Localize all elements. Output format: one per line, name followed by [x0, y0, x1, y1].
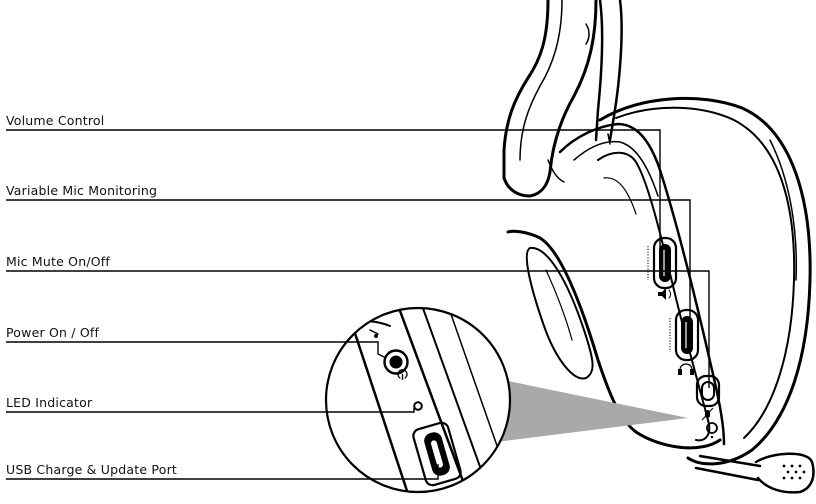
- label-led-indicator: LED Indicator: [6, 395, 93, 410]
- volume-icon: [658, 288, 671, 300]
- leader-volume-control: [6, 129, 661, 262]
- usb-c-port[interactable]: [412, 421, 463, 487]
- leader-lines: [6, 129, 710, 480]
- headband: [502, 0, 623, 198]
- leader-usb: [6, 464, 439, 480]
- mic-mute-button[interactable]: [695, 374, 721, 408]
- power-button[interactable]: [383, 349, 409, 375]
- leader-power: [6, 341, 387, 359]
- ear-cup: [506, 96, 815, 494]
- mic-monitoring-wheel[interactable]: [669, 308, 700, 362]
- label-variable-mic-monitoring: Variable Mic Monitoring: [6, 183, 157, 198]
- label-usb-port: USB Charge & Update Port: [6, 462, 177, 477]
- led-indicator: [413, 401, 423, 411]
- label-volume-control: Volume Control: [6, 113, 104, 128]
- magnified-detail: [324, 306, 512, 494]
- leader-mic-monitoring: [6, 199, 691, 336]
- leader-led: [6, 408, 415, 413]
- leader-mic-mute: [6, 270, 710, 388]
- mic-mute-icon: [701, 407, 714, 421]
- power-icon: [397, 369, 408, 380]
- zoom-wedge: [496, 380, 688, 442]
- label-mic-mute: Mic Mute On/Off: [6, 254, 110, 269]
- label-power: Power On / Off: [6, 325, 100, 340]
- volume-wheel[interactable]: [647, 236, 678, 290]
- small-power-button[interactable]: [706, 422, 718, 439]
- headphone-monitor-icon: [678, 363, 694, 375]
